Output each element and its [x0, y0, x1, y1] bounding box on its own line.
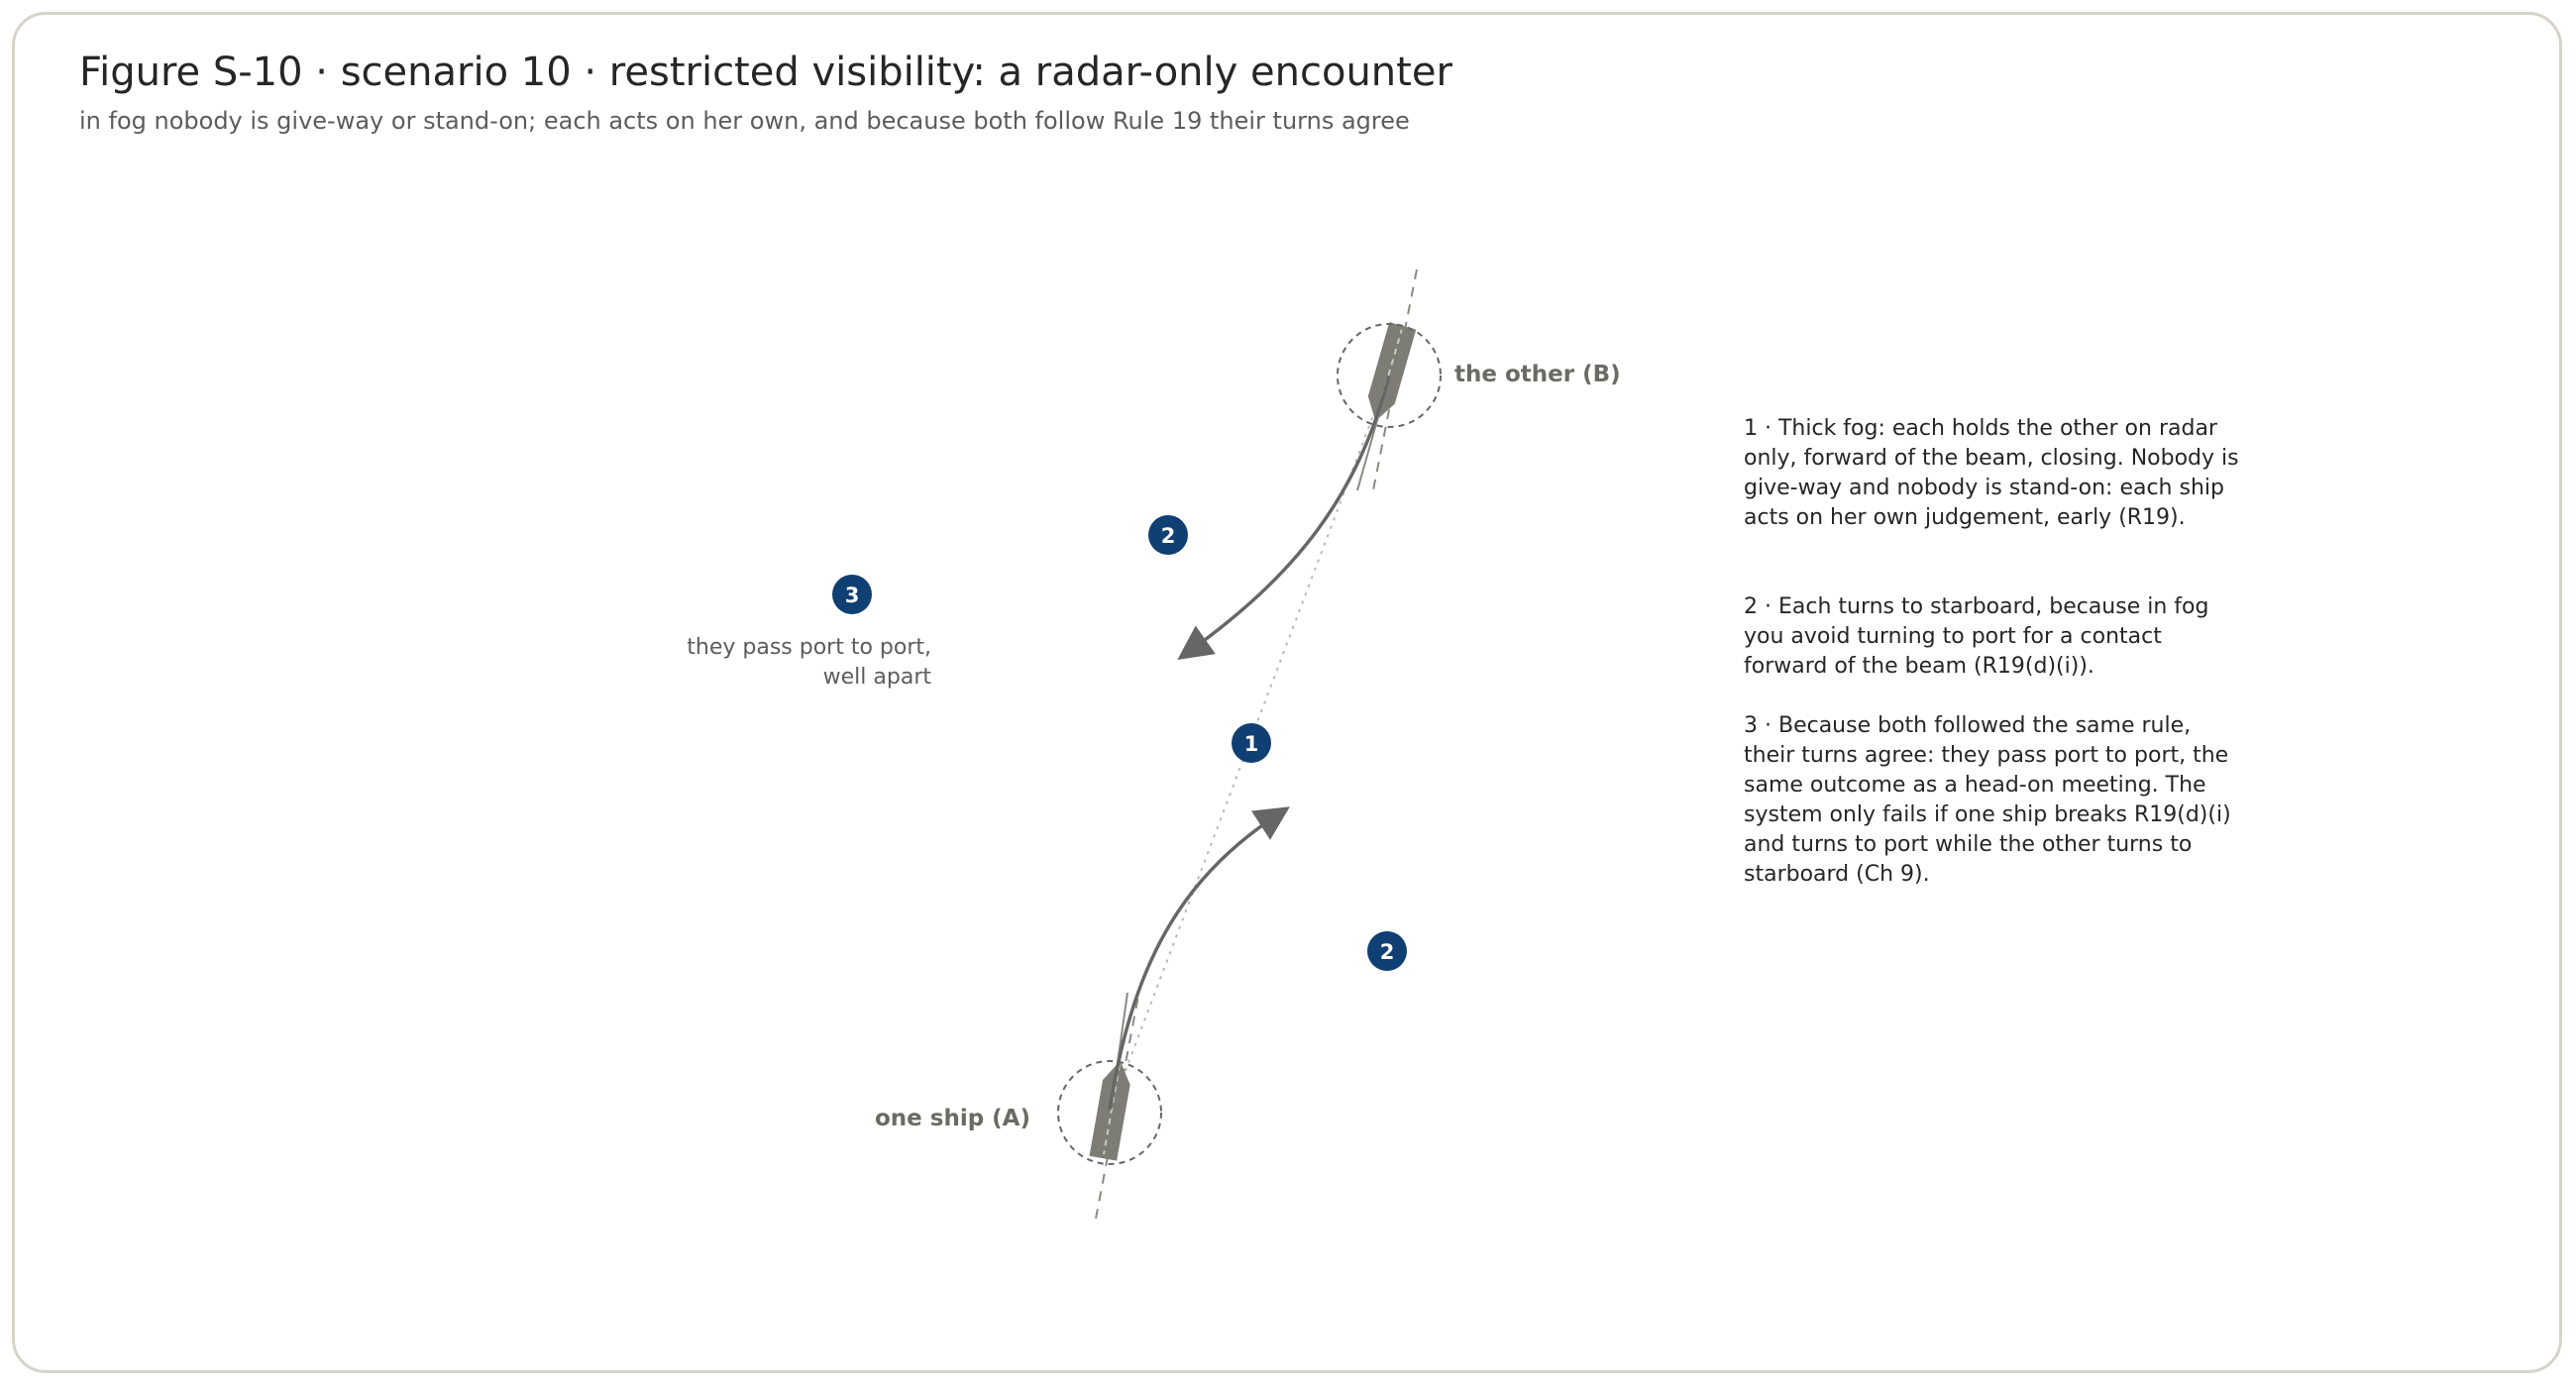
pass-note-line-2: well apart	[823, 665, 932, 690]
pass-note-line-1: they pass port to port,	[687, 635, 931, 660]
figure-frame	[12, 12, 2562, 1373]
svg-text:1: 1	[1244, 732, 1259, 756]
svg-text:2: 2	[1380, 940, 1395, 964]
figure-title: Figure S-10 · scenario 10 · restricted v…	[79, 50, 1452, 95]
ship-a-label: one ship (A)	[875, 1106, 1030, 1131]
step-badge-3: 3	[832, 575, 872, 614]
ship-b	[1337, 268, 1442, 496]
explanation-note-2: 2 · Each turns to starboard, because in …	[1744, 594, 2209, 679]
ship-b-radar-ring	[1337, 323, 1442, 428]
ship-a-hull	[1089, 1060, 1130, 1161]
ship-a-radar-ring	[1057, 1060, 1162, 1165]
ship-a-starboard-turn-arrow	[1108, 806, 1290, 1111]
svg-text:2: 2	[1161, 524, 1176, 548]
svg-text:3: 3	[845, 584, 860, 607]
figure-subtitle: in fog nobody is give-way or stand-on; e…	[79, 107, 1410, 135]
ship-b-label: the other (B)	[1454, 362, 1621, 387]
step-badge-1: 1	[1232, 723, 1271, 763]
step-badge-2-upper: 2	[1148, 515, 1188, 555]
step-badge-2-lower: 2	[1367, 931, 1407, 971]
ship-b-starboard-turn-arrow	[1177, 375, 1391, 661]
ship-b-hull	[1367, 322, 1417, 422]
explanation-note-1: 1 · Thick fog: each holds the other on r…	[1744, 416, 2239, 530]
explanation-note-3: 3 · Because both followed the same rule,…	[1744, 713, 2231, 887]
